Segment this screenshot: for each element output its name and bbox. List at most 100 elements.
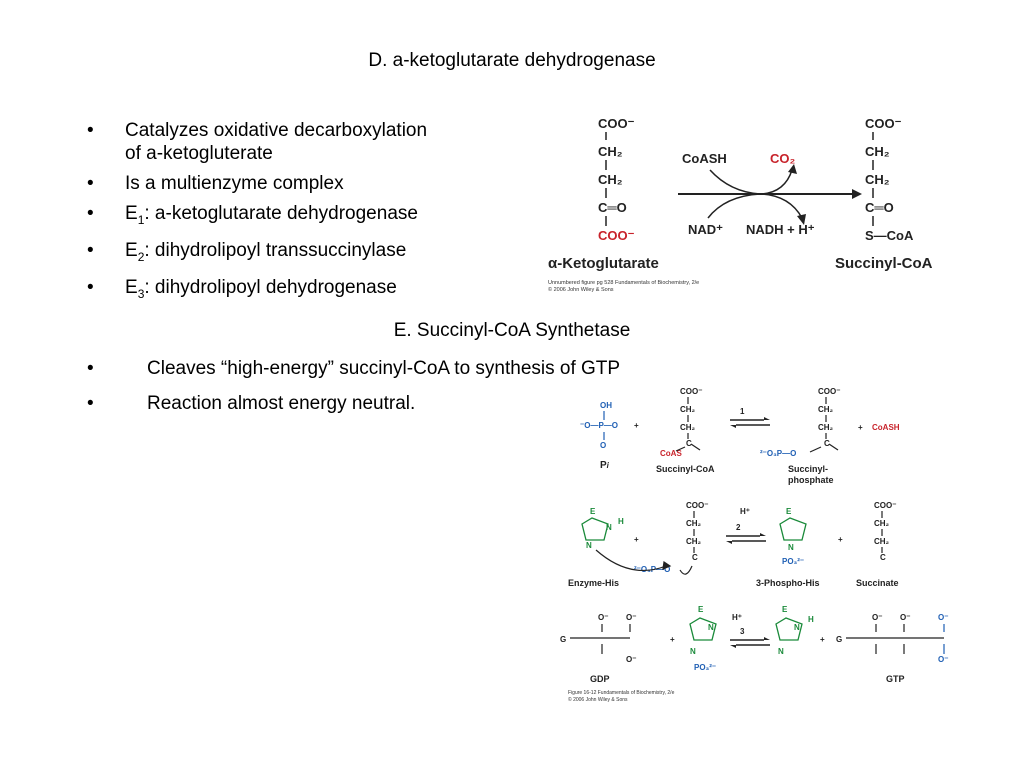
equilibrium-arrow [729, 416, 771, 429]
equilibrium-arrow [725, 532, 767, 545]
po3-label: PO₃²⁻ [782, 557, 804, 566]
ch2-label: CH₂ [680, 405, 696, 414]
bullet-dot: • [87, 203, 94, 224]
bullet-text: : dihydrolipoyl transsuccinylase [144, 239, 407, 261]
succinyl-coa-name: Succinyl-CoA [656, 464, 715, 474]
coo-label: COO⁻ [874, 501, 896, 510]
figure-copyright: © 2006 John Wiley & Sons [568, 696, 628, 703]
bullet-text: : a-ketoglutarate dehydrogenase [144, 203, 418, 224]
section-d-title: D. a-ketoglutarate dehydrogenase [368, 50, 656, 71]
nad-label: NAD⁺ [688, 222, 723, 237]
carbonyl-label: C═O [598, 200, 627, 215]
step-3-label: 3 [740, 627, 745, 636]
pi-label: Pi [600, 460, 610, 471]
bullet-item: • E1: a-ketoglutarate dehydrogenase [87, 202, 505, 232]
s-coa-label: S—CoA [865, 228, 914, 243]
plus-sign: + [634, 535, 639, 544]
carbon-label: C [686, 439, 692, 448]
bullet-dot: • [87, 120, 94, 141]
carbon-label: C [880, 553, 886, 562]
bullet-item: • E2: dihydrolipoyl transsuccinylase [87, 239, 505, 269]
bullet-text: : dihydrolipoyl dehydrogenase [144, 276, 397, 298]
bullet-item: • Reaction almost energy neutral. [87, 392, 747, 415]
co2-curve [761, 169, 793, 195]
imidazole-n-label: N [794, 623, 800, 632]
ch2-label: CH₂ [874, 519, 890, 528]
guanosine-label: G [836, 635, 842, 644]
ch2-label: CH₂ [874, 537, 890, 546]
coo-label: COO⁻ [680, 387, 702, 396]
nad-curve [707, 193, 761, 219]
succinyl-phosphate-name: Succinyl- [788, 464, 828, 474]
ch2-label: CH₂ [818, 405, 834, 414]
ketoglutarate-reaction-figure: COO⁻ CH₂ CH₂ C═O COO⁻ COO⁻ CH₂ CH₂ C═O S… [548, 116, 933, 293]
plus-sign: + [820, 635, 825, 644]
coo-label: COO⁻ [818, 387, 840, 396]
gtp-name: GTP [886, 674, 905, 684]
bullet-dot: • [87, 173, 94, 194]
reaction-arrowhead [852, 189, 862, 199]
enzyme-letter: E [125, 276, 138, 298]
enzyme-subscript: 1 [137, 212, 145, 227]
po3-label: PO₃²⁻ [694, 663, 716, 672]
coo-label: COO⁻ [865, 116, 902, 131]
nadh-label: NADH + H⁺ [746, 222, 815, 237]
oxygen-label: O [600, 441, 606, 450]
imidazole-n-label: N [778, 647, 784, 656]
imidazole-e-label: E [590, 507, 596, 516]
imidazole-e-label: E [698, 605, 704, 614]
imidazole-h-label: H [618, 517, 624, 526]
bullet-dot: • [87, 276, 94, 298]
coo-label: COO⁻ [686, 501, 708, 510]
imidazole-ring [689, 617, 803, 641]
phospho-his-name: 3-Phospho-His [756, 578, 820, 588]
bullet-item: • E3: dihydrolipoyl dehydrogenase [87, 276, 505, 306]
substrate-name: α-Ketoglutarate [548, 255, 659, 272]
enzyme-subscript: 3 [137, 286, 145, 301]
imidazole-n-label: N [690, 647, 696, 656]
succinyl-phosphate-name-2: phosphate [788, 475, 834, 485]
plus-sign: + [858, 423, 863, 432]
imidazole-ring [581, 517, 807, 541]
imidazole-e-label: E [782, 605, 788, 614]
ch2-label: CH₂ [686, 537, 702, 546]
carbonyl-label: C═O [865, 200, 894, 215]
bullet-dot: • [87, 393, 94, 414]
imidazole-n-label: N [788, 543, 794, 552]
coash-curve [709, 169, 761, 195]
ch2-label: CH₂ [865, 144, 890, 159]
carbon-label: C [692, 553, 698, 562]
ch2-label: CH₂ [865, 172, 890, 187]
o-minus-label: O⁻ [938, 613, 948, 622]
bullet-item: • Is a multienzyme complex [87, 172, 505, 195]
section-e-title: E. Succinyl-CoA Synthetase [393, 320, 631, 341]
section-e-bullet-list: •Cleaves “high-energy” succinyl-CoA to s… [87, 357, 747, 422]
coash-label: CoASH [682, 151, 727, 166]
enzyme-letter: E [125, 203, 138, 224]
bullet-text: Is a multienzyme complex [125, 173, 344, 194]
o-minus-label: O⁻ [598, 613, 608, 622]
bullet-dot: • [87, 239, 94, 261]
ch2-label: CH₂ [686, 519, 702, 528]
phosphoryl-label: ²⁻O₃P—O [760, 449, 796, 458]
coas-label: CoAS [660, 449, 682, 458]
h-plus-label: H⁺ [740, 507, 750, 516]
figure-credit: Unnumbered figure pg 528 Fundamentals of… [548, 280, 699, 286]
enzyme-subscript: 2 [137, 249, 145, 264]
enzyme-his-name: Enzyme-His [568, 578, 619, 588]
imidazole-n-label: N [606, 523, 612, 532]
equilibrium-arrow [729, 636, 771, 649]
o-minus-label: O⁻ [900, 613, 910, 622]
bullet-text: Reaction almost energy neutral. [147, 393, 416, 414]
succinyl-coa-synthetase-figure: OH ⁻O—P—O Pi + COO⁻ CH₂ CH₂ C CoAS Succi… [560, 387, 948, 703]
coash-label: CoASH [872, 423, 900, 432]
ch2-label: CH₂ [598, 172, 623, 187]
h-plus-label: H⁺ [732, 613, 742, 622]
figure-credit: Figure 16-12 Fundamentals of Biochemistr… [568, 690, 675, 696]
plus-sign: + [634, 421, 639, 430]
enzyme-letter: E [125, 239, 138, 261]
o-minus-label: O⁻ [626, 655, 636, 664]
imidazole-n-label: N [708, 623, 714, 632]
